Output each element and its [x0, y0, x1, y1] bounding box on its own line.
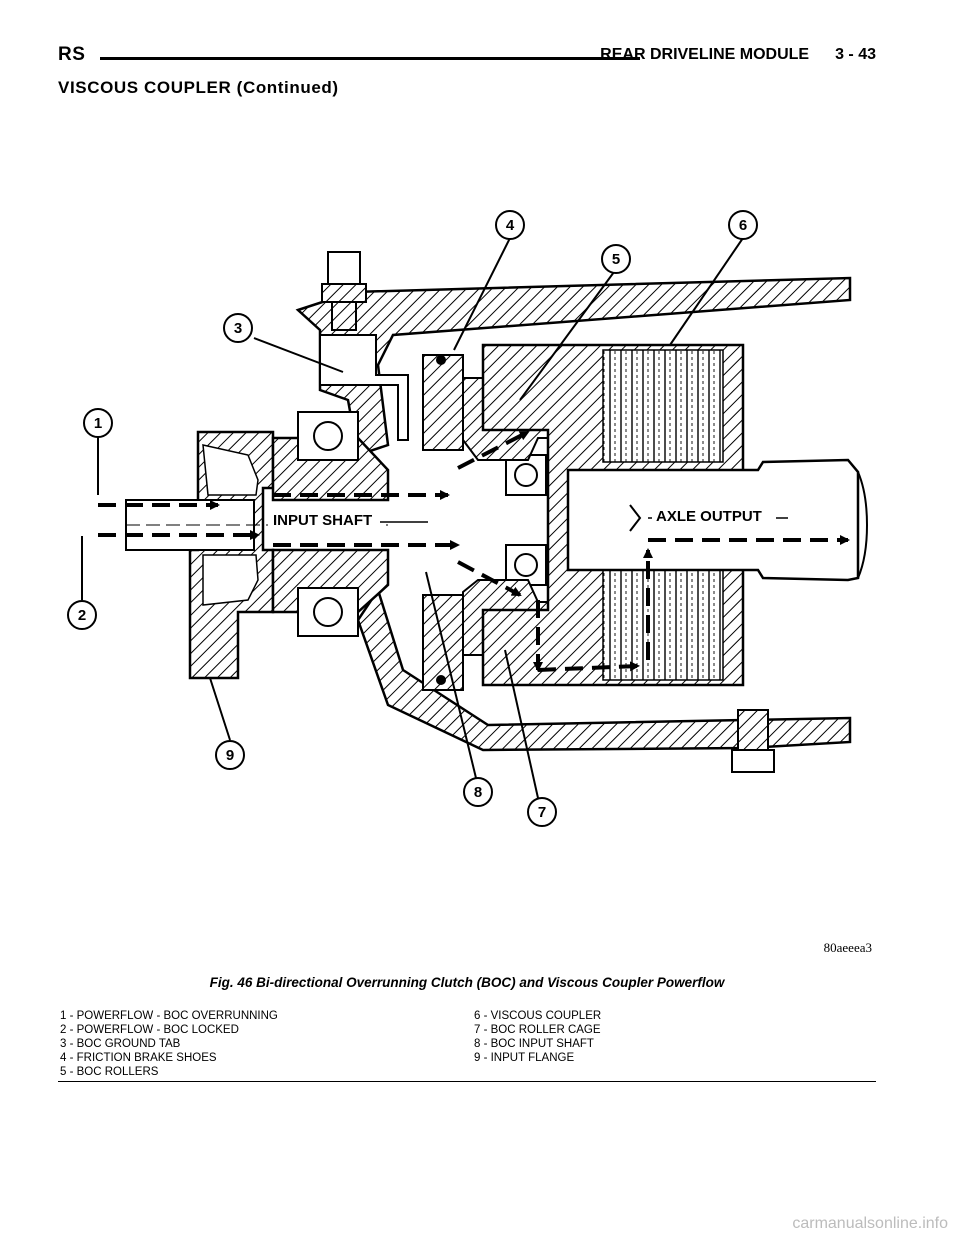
drain-fitting: [731, 709, 775, 773]
section-title: VISCOUS COUPLER (Continued): [58, 78, 339, 97]
callout-3: 3: [234, 320, 242, 337]
callout-2: 2: [78, 607, 86, 624]
powerflow-arrows: [98, 430, 850, 672]
input-shaft-label: INPUT SHAFT: [273, 512, 372, 529]
figure-code: 80aeeea3: [824, 940, 872, 955]
header-rule: [100, 57, 640, 60]
legend-item: 4 - FRICTION BRAKE SHOES: [60, 1052, 217, 1064]
shaft-labels: INPUT SHAFT AXLE OUTPUT: [268, 505, 788, 529]
legend-bottom-rule: [58, 1081, 876, 1082]
header-page-number: 3 - 43: [835, 46, 876, 63]
legend-item: 1 - POWERFLOW - BOC OVERRUNNING: [60, 1010, 278, 1022]
header-model-code: RS: [58, 44, 86, 65]
bearings: [297, 411, 547, 637]
callout-8: 8: [474, 784, 482, 801]
callout-7: 7: [538, 804, 546, 821]
legend-item: 3 - BOC GROUND TAB: [60, 1038, 181, 1050]
bleeder-fitting: [321, 251, 367, 331]
callout-4: 4: [506, 217, 515, 234]
callout-9: 9: [226, 747, 234, 764]
callout-leaders: [81, 237, 744, 799]
legend-item: 9 - INPUT FLANGE: [474, 1052, 575, 1064]
figure-caption: Fig. 46 Bi-directional Overrunning Clutc…: [209, 975, 725, 990]
callout-5: 5: [612, 251, 620, 268]
callout-1: 1: [94, 415, 102, 432]
input-flange: [188, 430, 275, 680]
legend-item: 7 - BOC ROLLER CAGE: [474, 1024, 601, 1036]
callout-6: 6: [739, 217, 747, 234]
site-watermark: carmanualsonline.info: [792, 1215, 948, 1232]
legend-item: 2 - POWERFLOW - BOC LOCKED: [60, 1024, 239, 1036]
legend-column-left: 1 - POWERFLOW - BOC OVERRUNNING 2 - POWE…: [60, 1009, 278, 1079]
legend-item: 6 - VISCOUS COUPLER: [474, 1010, 602, 1022]
page-header: RS REAR DRIVELINE MODULE 3 - 43: [58, 44, 876, 68]
axle-output-label: AXLE OUTPUT: [656, 508, 762, 525]
legend-column-right: 6 - VISCOUS COUPLER 7 - BOC ROLLER CAGE …: [474, 1009, 601, 1065]
powerflow-diagram: INPUT SHAFT AXLE OUTPUT 1 2 3 4 5: [58, 200, 878, 960]
callout-numbers: 1 2 3 4 5 6 7 8 9: [67, 210, 758, 827]
header-section-name: REAR DRIVELINE MODULE: [600, 46, 810, 63]
header-right: REAR DRIVELINE MODULE 3 - 43: [600, 46, 876, 64]
legend-item: 5 - BOC ROLLERS: [60, 1066, 159, 1078]
legend-item: 8 - BOC INPUT SHAFT: [474, 1038, 594, 1050]
boc-ground-tab: [319, 334, 409, 441]
